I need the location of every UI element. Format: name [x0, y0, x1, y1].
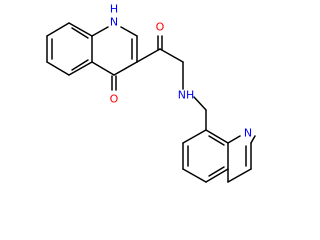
- atom-quinoline-nitrogen: N: [244, 127, 252, 140]
- atom-amide-oxygen: O: [156, 21, 165, 34]
- quinoline-bond: [227, 135, 241, 144]
- quinolone-bond: [46, 61, 70, 76]
- quinoline-bond: [205, 129, 229, 144]
- quinoline-bond: [250, 135, 256, 144]
- quinoline-bond: [208, 135, 225, 146]
- amide-bond: [136, 48, 161, 63]
- atom-nh-ring: N: [110, 16, 118, 29]
- quinoline-bond: [208, 166, 225, 177]
- quinoline-bond: [205, 168, 229, 183]
- methylene-bond: [193, 96, 207, 111]
- atom-ketone-oxygen: O: [110, 93, 119, 106]
- atom-nh-hydrogen: H: [110, 3, 118, 16]
- quinolone-bond: [71, 59, 89, 71]
- quinolone-bond: [91, 61, 115, 76]
- quinolone-bond: [91, 26, 109, 37]
- amide-bond: [159, 48, 184, 63]
- structure-diagram: N H O O NH N: [46, 3, 256, 183]
- quinolone-bond: [120, 26, 138, 37]
- quinolone-bond: [113, 61, 138, 76]
- quinolone-bond: [71, 27, 89, 39]
- quinoline-bond: [182, 168, 207, 183]
- bond-group: [46, 22, 256, 183]
- quinoline-bond: [227, 168, 252, 183]
- quinolone-bond: [46, 22, 70, 37]
- structure-canvas: N H O O NH N: [46, 3, 256, 183]
- quinoline-bond: [182, 129, 207, 144]
- quinolone-bond: [68, 22, 93, 37]
- atom-amide-nh: NH: [178, 89, 195, 102]
- quinolone-bond: [68, 61, 93, 76]
